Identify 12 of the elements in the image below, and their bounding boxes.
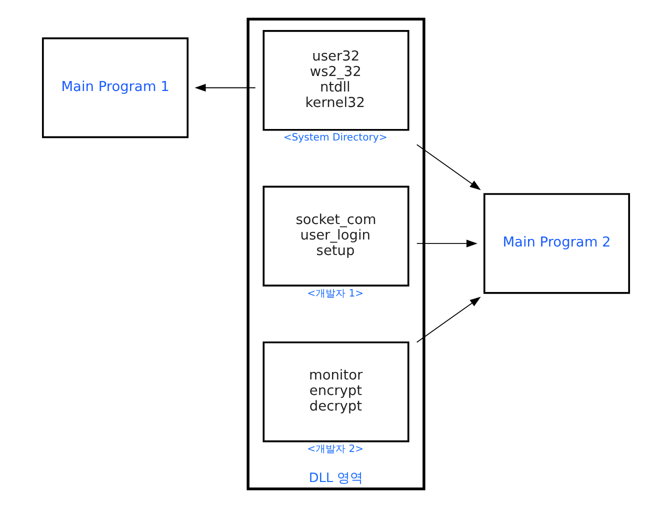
arrow <box>416 240 478 248</box>
node-label: <개발자 2> <box>307 444 364 456</box>
node-box: monitor encrypt decrypt <box>262 341 410 442</box>
node-label: <개발자 1> <box>307 288 364 300</box>
node-box: Main Program 2 <box>483 193 630 294</box>
arrow <box>194 84 256 92</box>
node-box: socket_com user_login setup <box>262 186 410 287</box>
node-box: Main Program 1 <box>42 37 189 138</box>
node-box: user32 ws2_32 ntdll kernel32 <box>262 30 410 131</box>
arrow <box>416 296 481 343</box>
node-label: <System Directory> <box>283 132 388 144</box>
arrow <box>416 144 481 190</box>
